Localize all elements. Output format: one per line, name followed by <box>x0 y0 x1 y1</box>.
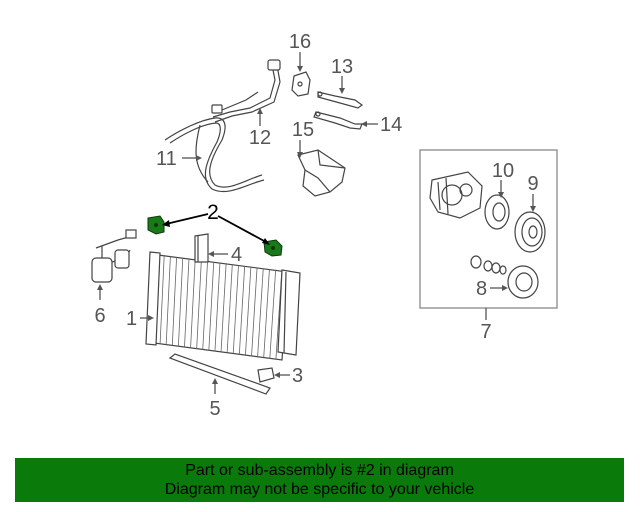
callout-4: 4 <box>231 244 242 266</box>
callout-2: 2 <box>207 201 219 224</box>
callout-labels: 16 13 14 15 12 11 2 4 1 6 3 5 10 9 8 7 <box>94 31 538 420</box>
callout-8: 8 <box>476 278 487 300</box>
part-1-condenser <box>145 251 301 361</box>
callout-13: 13 <box>331 56 353 78</box>
condenser-fin <box>226 264 233 353</box>
banner-line-1: Part or sub-assembly is #2 in diagram <box>185 462 454 479</box>
condenser-fin <box>238 266 246 355</box>
part-16-bracket <box>291 71 311 97</box>
part-15-shield <box>297 149 346 197</box>
condenser-fin <box>184 259 190 348</box>
part-11-hose-assembly <box>164 59 281 193</box>
banner-line-2: Diagram may not be specific to your vehi… <box>164 481 475 498</box>
callout-14: 14 <box>380 114 402 136</box>
condenser-fin <box>159 255 165 344</box>
callout-10: 10 <box>492 160 514 182</box>
condenser-fin <box>269 270 277 359</box>
part-3-bracket <box>257 367 275 383</box>
leader-lines <box>97 52 536 394</box>
condenser-fin <box>208 262 215 351</box>
callout-6: 6 <box>94 305 105 327</box>
condenser-fin <box>171 257 177 346</box>
condenser-fin <box>196 260 202 349</box>
condenser-fin <box>257 268 264 357</box>
condenser-fin <box>263 269 270 358</box>
callout-11: 11 <box>156 148 177 170</box>
condenser-fin <box>214 263 221 352</box>
condenser-fin <box>251 267 258 356</box>
callout-5: 5 <box>209 398 220 420</box>
callout-15: 15 <box>292 119 314 141</box>
part-6-receiver-drier <box>91 229 137 283</box>
condenser-fin <box>190 259 196 348</box>
part-14-line <box>313 111 363 130</box>
condenser-fin <box>177 258 184 347</box>
condenser-fin <box>245 267 252 356</box>
callout-3: 3 <box>292 365 303 387</box>
callout-7: 7 <box>480 321 491 343</box>
part-5-seal-strip <box>168 353 271 395</box>
part-7-compressor-box <box>419 149 558 309</box>
parts-diagram: 16 13 14 15 12 11 2 4 1 6 3 5 10 9 8 7 <box>91 31 558 420</box>
part-4-seal <box>194 233 209 263</box>
callout-9: 9 <box>527 173 538 195</box>
callout-1: 1 <box>126 308 137 330</box>
condenser-fin <box>232 265 239 354</box>
condenser-fin <box>202 261 208 350</box>
condenser-fin <box>220 263 227 352</box>
info-banner: Part or sub-assembly is #2 in diagram Di… <box>15 458 624 502</box>
callout-16: 16 <box>289 31 311 53</box>
callout-12: 12 <box>249 127 271 149</box>
part-13-clip <box>317 91 364 109</box>
condenser-fin <box>165 256 171 345</box>
part-2-bracket-left <box>147 215 165 235</box>
